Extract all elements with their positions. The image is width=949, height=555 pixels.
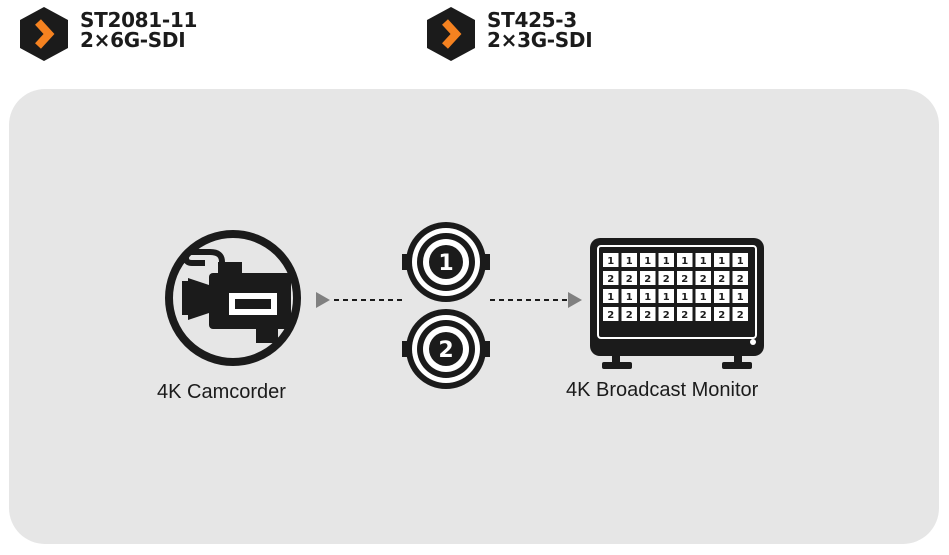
screen-cell: [621, 289, 637, 303]
screen-cell: [714, 307, 730, 321]
screen-cell-number: 2: [718, 274, 725, 285]
screen-cell-number: 2: [663, 274, 670, 285]
diagram-panel: [9, 89, 939, 544]
screen-cell-number: 1: [644, 292, 651, 303]
screen-cell: [621, 271, 637, 285]
chevron-right-icon: [20, 7, 68, 61]
screen-cell-number: 2: [607, 274, 614, 285]
screen-cell-number: 2: [700, 274, 707, 285]
screen-cell-number: 2: [626, 310, 633, 321]
video-camera-icon: [165, 230, 301, 366]
screen-cell-number: 1: [700, 292, 707, 303]
badge-interface: 2×3G-SDI: [487, 28, 593, 52]
screen-cell: [640, 271, 656, 285]
screen-cell-number: 2: [644, 274, 651, 285]
screen-cell: [658, 271, 674, 285]
badge-standard: ST2081-11: [80, 8, 198, 32]
link-number-2: 2: [438, 338, 453, 363]
screen-cell-number: 2: [737, 274, 744, 285]
screen-cell-number: 1: [644, 256, 651, 267]
screen-cell-number: 1: [737, 292, 744, 303]
screen-cell: [732, 289, 748, 303]
screen-cell: [603, 307, 619, 321]
badge-st2081: ST2081-11 2×6G-SDI: [16, 6, 197, 62]
screen-cell: [677, 307, 693, 321]
screen-cell-number: 1: [626, 256, 633, 267]
screen-cell: [732, 253, 748, 267]
screen-cell: [714, 253, 730, 267]
screen-cell-number: 2: [626, 274, 633, 285]
badge-st425: ST425-3 2×3G-SDI: [423, 6, 593, 62]
screen-cell: [732, 271, 748, 285]
screen-cell: [732, 307, 748, 321]
screen-cell-number: 1: [681, 256, 688, 267]
screen-cell: [640, 307, 656, 321]
screen-cell: [695, 307, 711, 321]
screen-cell: [658, 253, 674, 267]
screen-cell-number: 2: [663, 310, 670, 321]
screen-cell-number: 2: [681, 310, 688, 321]
screen-cell-number: 2: [718, 310, 725, 321]
screen-cell-number: 2: [737, 310, 744, 321]
bnc-connector-icon: [402, 309, 490, 389]
screen-cell-number: 2: [607, 310, 614, 321]
link-arrow-right: [490, 292, 582, 308]
screen-cell-number: 1: [681, 292, 688, 303]
screen-cell-number: 1: [607, 256, 614, 267]
screen-cell: [603, 289, 619, 303]
screen-cell-number: 1: [626, 292, 633, 303]
badge-standard: ST425-3: [487, 8, 577, 32]
screen-cell: [695, 289, 711, 303]
screen-cell-number: 1: [700, 256, 707, 267]
screen-cell: [695, 271, 711, 285]
screen-cell: [677, 271, 693, 285]
screen-cell-number: 2: [700, 310, 707, 321]
camcorder-label: 4K Camcorder: [157, 381, 286, 403]
badge-interface: 2×6G-SDI: [80, 28, 186, 52]
screen-cell-number: 1: [607, 292, 614, 303]
screen-cell-number: 2: [644, 310, 651, 321]
screen-cell: [677, 289, 693, 303]
chevron-right-icon: [427, 7, 475, 61]
screen-cell-number: 1: [718, 292, 725, 303]
link-arrow-left: [316, 292, 404, 308]
screen-cell: [658, 307, 674, 321]
screen-cell: [603, 253, 619, 267]
screen-cell-number: 1: [663, 256, 670, 267]
screen-cell: [621, 307, 637, 321]
screen-cell: [658, 289, 674, 303]
screen-cell: [603, 271, 619, 285]
monitor-label: 4K Broadcast Monitor: [566, 379, 759, 401]
bnc-connector-icon: [402, 222, 490, 302]
screen-cell-number: 2: [681, 274, 688, 285]
screen-cell: [621, 253, 637, 267]
screen-cell: [677, 253, 693, 267]
screen-cell: [640, 253, 656, 267]
link-number-1: 1: [438, 251, 453, 276]
screen-cell-number: 1: [663, 292, 670, 303]
screen-cell: [714, 289, 730, 303]
screen-cell: [714, 271, 730, 285]
screen-cell: [640, 289, 656, 303]
screen-cell-number: 1: [737, 256, 744, 267]
screen-cell-number: 1: [718, 256, 725, 267]
screen-cell: [695, 253, 711, 267]
